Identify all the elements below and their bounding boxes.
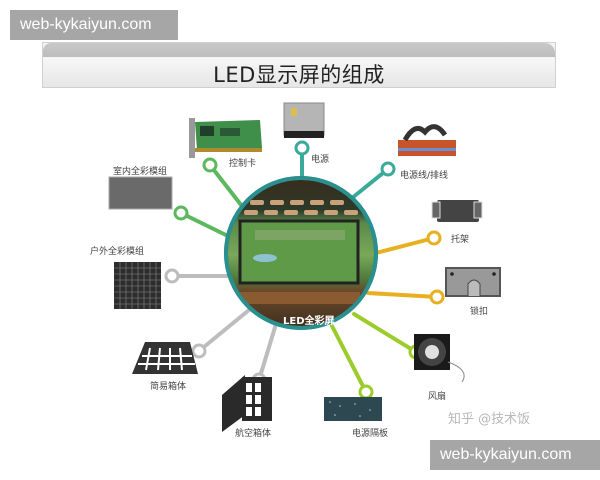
power-supply-icon — [283, 102, 325, 138]
center-label: LED全彩屏 — [283, 316, 335, 327]
header-strip — [43, 43, 555, 57]
node-power-panel — [358, 384, 374, 400]
label-bracket: 托架 — [451, 235, 470, 245]
header-bar: LED显示屏的组成 — [42, 42, 556, 88]
node-outdoor-module — [164, 268, 180, 284]
power-cable-icon — [398, 124, 456, 156]
label-fan: 风扇 — [428, 392, 447, 402]
node-bracket — [426, 230, 442, 246]
label-lock: 锁扣 — [470, 307, 489, 317]
label-power-supply: 电源 — [311, 155, 330, 165]
center-led-screen — [224, 176, 378, 330]
simple-cabinet-icon — [132, 342, 198, 374]
node-simple-cabinet — [191, 343, 207, 359]
label-flight-cabinet: 航空箱体 — [235, 429, 272, 439]
lock-icon — [445, 267, 501, 297]
label-simple-cabinet: 简易箱体 — [150, 382, 187, 392]
label-indoor-module: 室内全彩模组 — [113, 167, 168, 177]
indoor-module-icon — [108, 176, 173, 210]
flight-cabinet-icon — [222, 375, 272, 432]
node-indoor-module — [173, 205, 189, 221]
label-control-card: 控制卡 — [229, 159, 257, 169]
node-power-cable — [380, 161, 396, 177]
node-lock — [429, 289, 445, 305]
label-power-panel: 电源隔板 — [352, 429, 389, 439]
node-power-supply — [294, 140, 310, 156]
control-card-icon — [189, 118, 262, 158]
label-power-cable: 电源线/排线 — [400, 171, 449, 181]
page-title: LED显示屏的组成 — [213, 63, 385, 87]
outdoor-module-icon — [114, 262, 161, 309]
power-panel-icon — [324, 397, 382, 421]
credit-text: 知乎 @技术饭 — [448, 412, 531, 427]
node-control-card — [202, 157, 218, 173]
connector-lines — [170, 146, 439, 394]
fan-icon — [414, 334, 465, 383]
label-outdoor-module: 户外全彩模组 — [90, 247, 145, 257]
header-body — [43, 58, 555, 87]
bracket-icon — [431, 200, 483, 222]
watermark-bottom: web-kykaiyun.com — [430, 440, 600, 470]
watermark-top: web-kykaiyun.com — [10, 10, 178, 40]
